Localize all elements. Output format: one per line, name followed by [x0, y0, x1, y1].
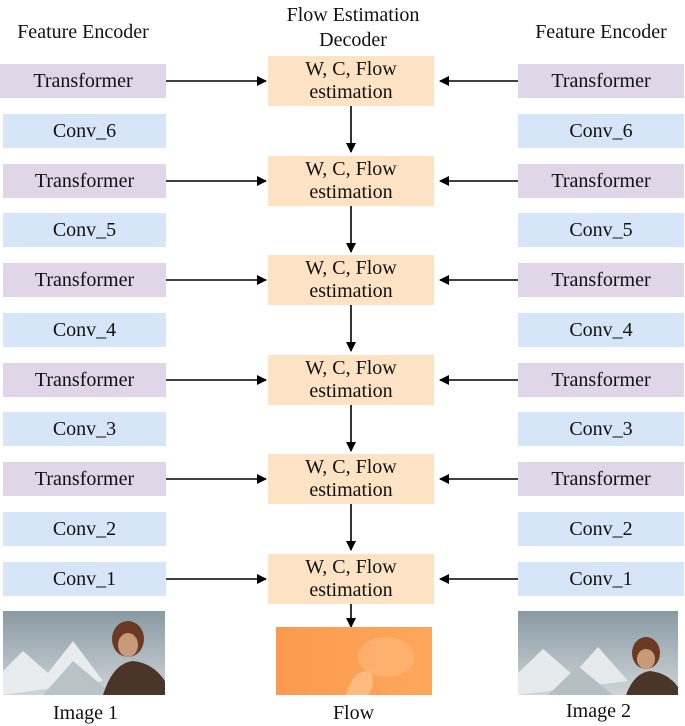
decoder-block-sublabel: estimation — [309, 81, 393, 103]
right-transformer-1: Transformer — [518, 64, 684, 98]
right-transformer-5: Transformer — [518, 462, 684, 496]
input-image-2 — [518, 611, 678, 695]
caption-image-1: Image 1 — [53, 702, 118, 724]
decoder-block-6: W, C, Flow estimation — [268, 554, 434, 604]
decoder-block-4: W, C, Flow estimation — [268, 355, 434, 405]
left-transformer-4: Transformer — [3, 363, 166, 397]
caption-flow: Flow — [332, 702, 375, 724]
decoder-block-sublabel: estimation — [309, 380, 393, 402]
decoder-block-sublabel: estimation — [309, 280, 393, 302]
decoder-header-line2: Decoder — [319, 29, 387, 51]
left-conv-5: Conv_5 — [3, 213, 166, 247]
decoder-block-label: W, C, Flow — [305, 158, 397, 180]
right-conv-2: Conv_2 — [518, 512, 684, 546]
decoder-block-label: W, C, Flow — [305, 456, 397, 478]
right-transformer-2: Transformer — [518, 164, 684, 198]
left-transformer-3: Transformer — [3, 263, 166, 297]
decoder-block-label: W, C, Flow — [305, 257, 397, 279]
left-transformer-1: Transformer — [0, 64, 166, 98]
left-conv-4: Conv_4 — [3, 313, 166, 347]
decoder-block-label: W, C, Flow — [305, 58, 397, 80]
decoder-block-sublabel: estimation — [309, 479, 393, 501]
decoder-block-3: W, C, Flow estimation — [268, 255, 434, 305]
right-conv-4: Conv_4 — [518, 313, 684, 347]
right-transformer-4: Transformer — [518, 363, 684, 397]
decoder-block-5: W, C, Flow estimation — [268, 454, 434, 504]
left-encoder-header: Feature Encoder — [17, 21, 149, 43]
input-image-1 — [3, 611, 165, 695]
decoder-block-sublabel: estimation — [309, 181, 393, 203]
caption-image-2: Image 2 — [566, 700, 631, 722]
left-conv-3: Conv_3 — [3, 412, 166, 446]
right-conv-6: Conv_6 — [518, 114, 684, 148]
decoder-block-label: W, C, Flow — [305, 556, 397, 578]
decoder-block-label: W, C, Flow — [305, 357, 397, 379]
flow-output-image — [276, 627, 432, 695]
right-encoder-header: Feature Encoder — [535, 21, 667, 43]
left-conv-1: Conv_1 — [3, 562, 166, 596]
decoder-header-line1: Flow Estimation — [286, 4, 420, 26]
right-transformer-3: Transformer — [518, 263, 684, 297]
decoder-block-1: W, C, Flow estimation — [268, 56, 434, 106]
decoder-block-sublabel: estimation — [309, 579, 393, 601]
left-transformer-5: Transformer — [3, 462, 166, 496]
decoder-block-2: W, C, Flow estimation — [268, 156, 434, 206]
left-transformer-2: Transformer — [3, 164, 166, 198]
right-conv-3: Conv_3 — [518, 412, 684, 446]
left-conv-6: Conv_6 — [3, 114, 166, 148]
right-conv-5: Conv_5 — [518, 213, 684, 247]
left-conv-2: Conv_2 — [3, 512, 166, 546]
right-conv-1: Conv_1 — [518, 562, 684, 596]
